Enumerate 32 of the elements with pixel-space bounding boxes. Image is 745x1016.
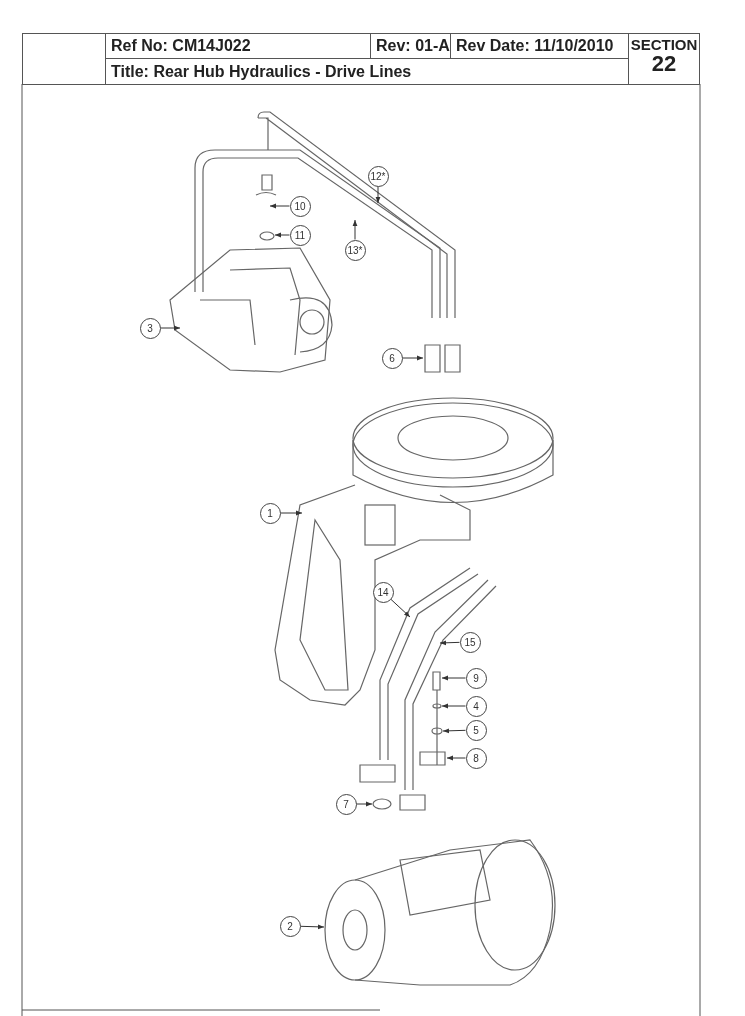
section-number: 22	[651, 53, 677, 75]
callout-number: 14	[372, 581, 394, 603]
leader-line	[269, 203, 290, 209]
leader-line	[160, 325, 181, 331]
leader-line	[274, 232, 290, 238]
section-label: SECTION	[630, 36, 698, 53]
leader-line	[402, 355, 424, 361]
leader-line	[439, 640, 460, 646]
callout-number: 1	[259, 502, 281, 524]
leader-line	[280, 510, 303, 516]
callout-number: 13*	[344, 239, 366, 261]
callout-number: 12*	[367, 165, 389, 187]
callout-number: 8	[465, 747, 487, 769]
leader-line	[442, 728, 466, 734]
leader-line	[441, 675, 466, 681]
leader-line	[446, 755, 466, 761]
callout-number: 3	[139, 317, 161, 339]
leader-line	[390, 598, 411, 618]
leader-line	[375, 186, 381, 204]
callout-number: 4	[465, 695, 487, 717]
callout-number: 2	[279, 915, 301, 937]
callout-number: 15	[459, 631, 481, 653]
callout-number: 5	[465, 719, 487, 741]
callout-number: 10	[289, 195, 311, 217]
callout-number: 11	[289, 224, 311, 246]
callout-number: 6	[381, 347, 403, 369]
leader-line	[356, 801, 373, 807]
leader-line	[352, 219, 358, 240]
callout-number: 7	[335, 793, 357, 815]
callout-number: 9	[465, 667, 487, 689]
leader-line	[441, 703, 466, 709]
leader-line	[300, 924, 325, 930]
